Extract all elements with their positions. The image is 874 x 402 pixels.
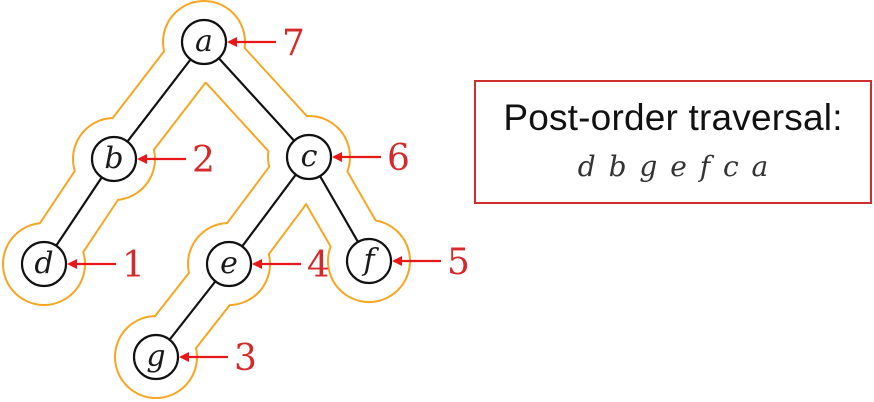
edge-a-c (203, 41, 310, 158)
node-e: e (205, 240, 253, 288)
node-circle (90, 135, 138, 183)
node-a: a (180, 18, 228, 66)
node-label: c (301, 139, 318, 174)
node-circle (180, 18, 228, 66)
edge-a-b (113, 41, 205, 160)
result-title: Post-order traversal: (503, 97, 843, 138)
order-number: 4 (307, 245, 330, 286)
order-marker-b: 2 (137, 140, 215, 181)
traversal-result-box: Post-order traversal: d b g e f c a (474, 80, 872, 204)
node-label: e (220, 246, 238, 281)
order-number: 1 (122, 245, 145, 286)
node-circle (205, 240, 253, 288)
node-f: f (345, 237, 393, 285)
node-label: a (195, 24, 213, 59)
order-number: 3 (234, 338, 257, 379)
order-marker-a: 7 (227, 23, 305, 64)
order-marker-g: 3 (179, 338, 257, 379)
order-marker-d: 1 (67, 245, 145, 286)
node-circle (20, 240, 68, 288)
order-arrows: 7 2 6 1 4 5 3 (67, 23, 470, 379)
result-sequence: d b g e f c a (577, 150, 769, 183)
order-number: 6 (387, 138, 410, 179)
node-circle (132, 333, 180, 381)
tree-nodes: a b c d e f g (20, 18, 393, 381)
node-circle (345, 237, 393, 285)
node-label: d (34, 246, 53, 281)
order-number: 7 (282, 23, 305, 64)
order-marker-c: 6 (332, 138, 410, 179)
node-c: c (285, 133, 333, 181)
order-number: 5 (447, 242, 470, 283)
order-marker-f: 5 (392, 242, 470, 283)
node-b: b (90, 135, 138, 183)
node-label: b (104, 141, 123, 176)
node-g: g (132, 333, 180, 381)
node-circle (285, 133, 333, 181)
node-label: g (146, 339, 165, 374)
order-number: 2 (192, 140, 215, 181)
order-marker-e: 4 (252, 245, 330, 286)
node-d: d (20, 240, 68, 288)
